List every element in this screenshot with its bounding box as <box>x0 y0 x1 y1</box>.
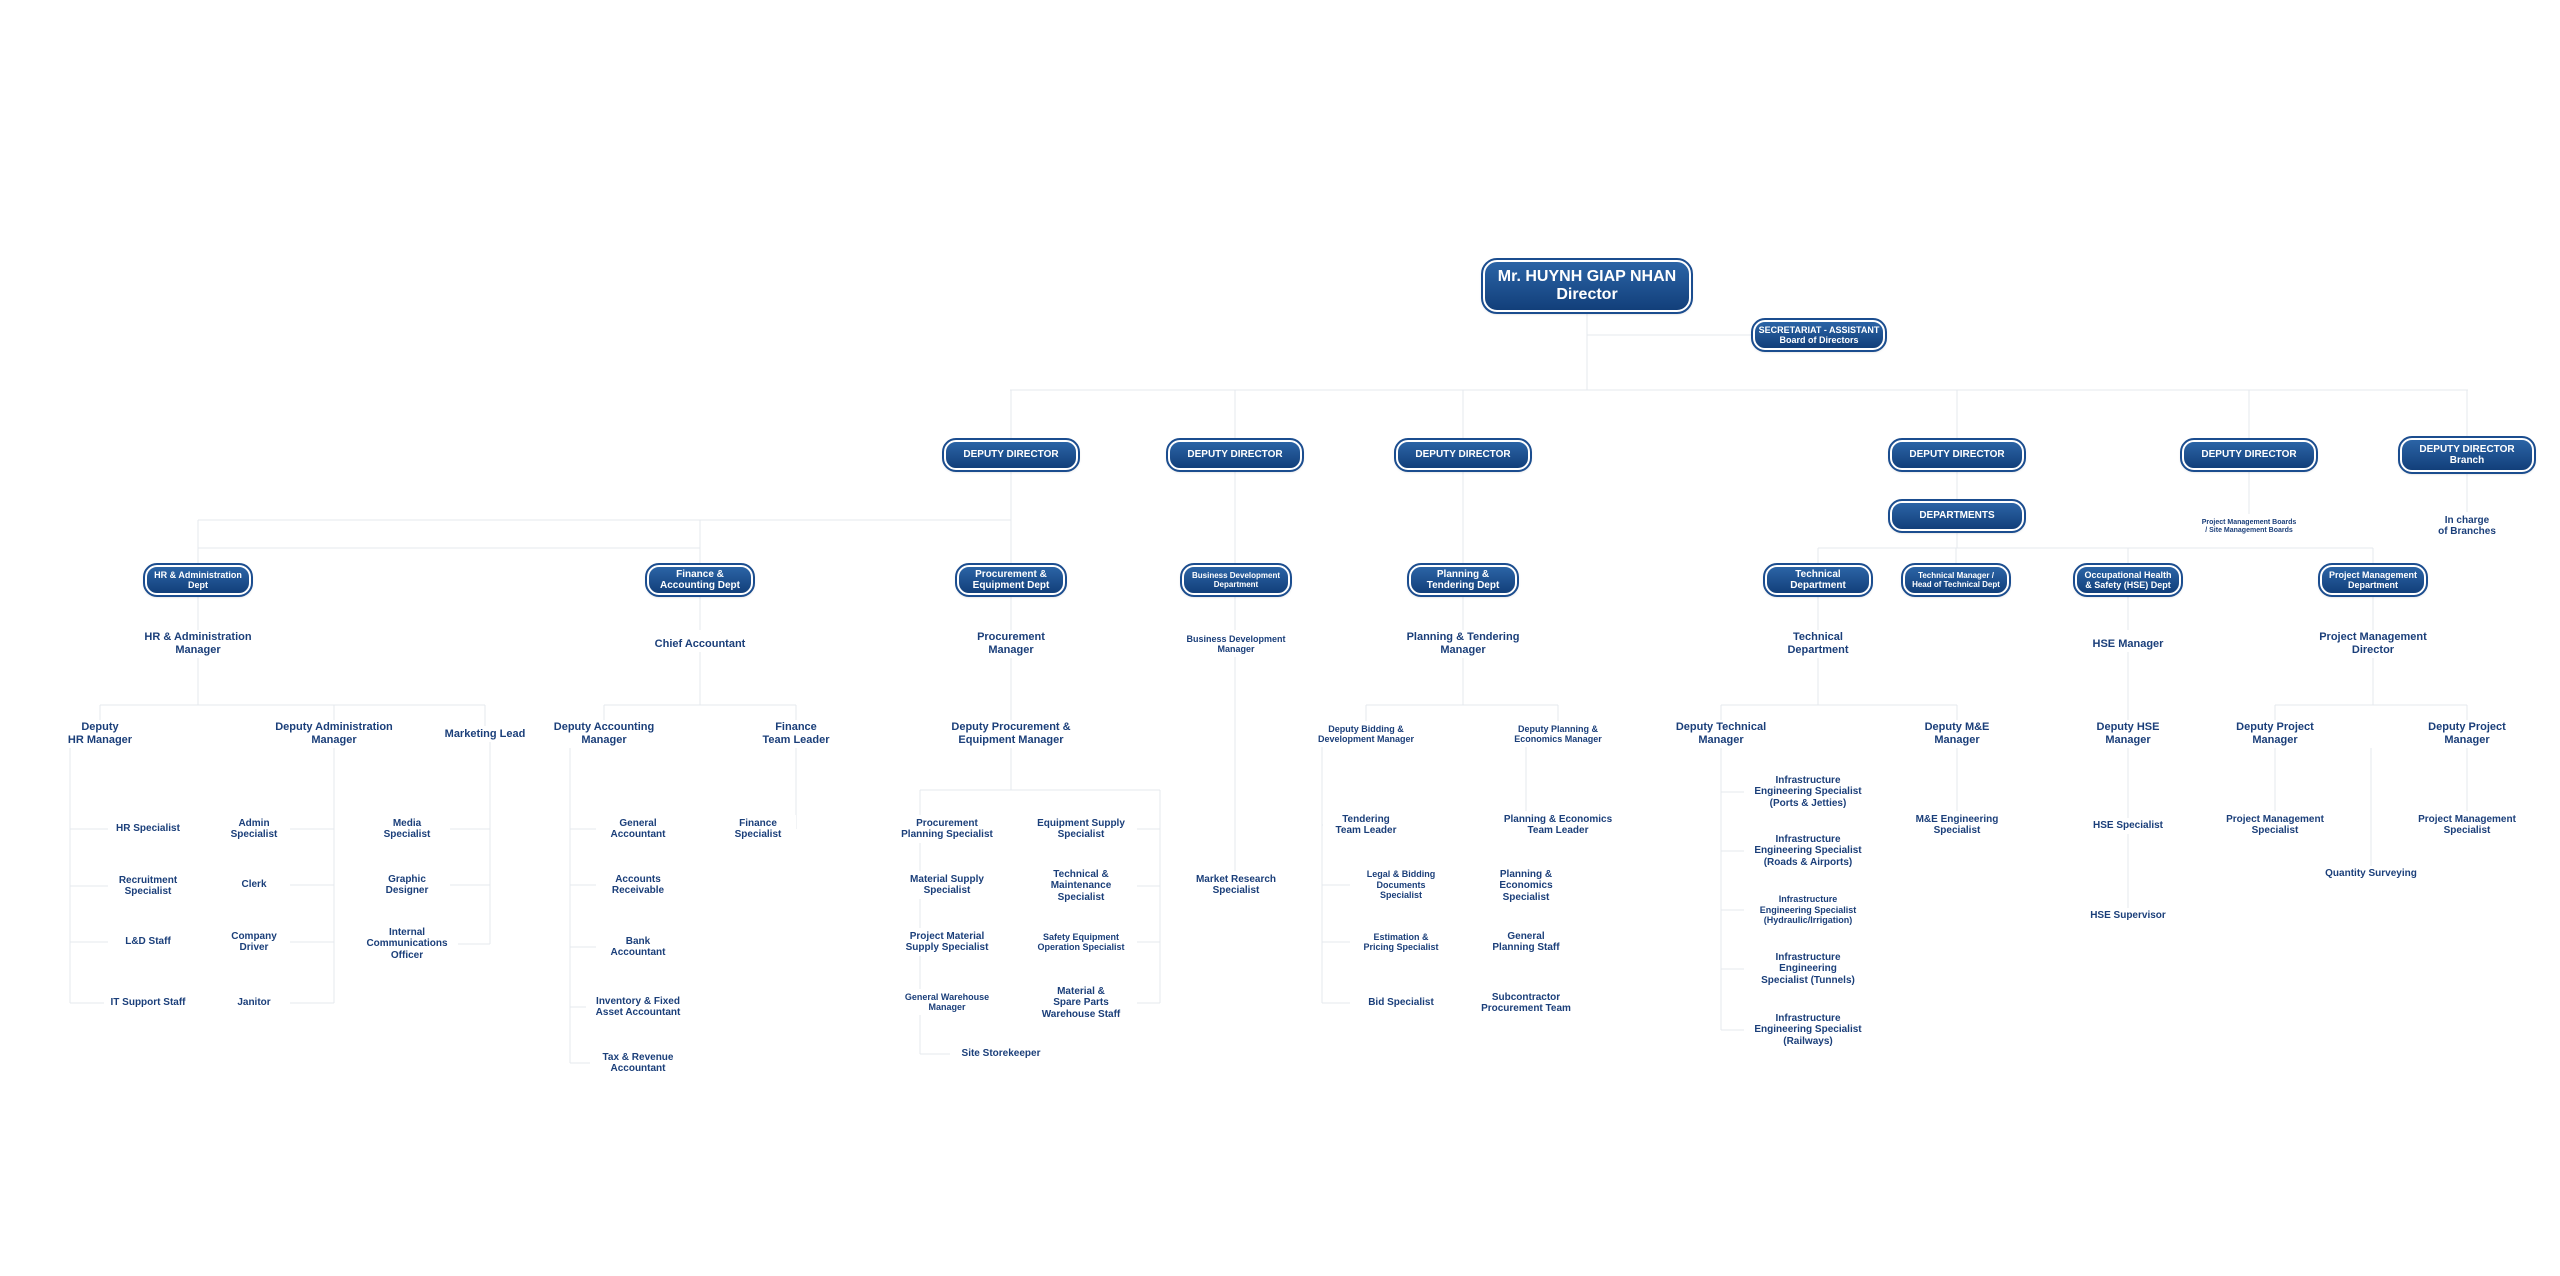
marketing-internal-communications: Internal Communications Officer <box>356 924 458 964</box>
admin-clerk: Clerk <box>218 877 290 893</box>
head-hr-admin: HR & Administration Manager <box>133 630 263 658</box>
deputy-director-5: DEPUTY DIRECTOR <box>2180 438 2318 472</box>
dept-planning-tendering: Planning & Tendering Dept <box>1407 563 1519 597</box>
bizdev-market-research: Market Research Specialist <box>1182 871 1290 899</box>
head-hse: HSE Manager <box>2080 636 2176 652</box>
dept-project-management: Project Management Department <box>2318 563 2428 597</box>
admin-janitor: Janitor <box>218 995 290 1011</box>
fin-bank-accountant: Bank Accountant <box>596 933 680 961</box>
departments-box: DEPARTMENTS <box>1888 499 2026 533</box>
branches-note: In charge of Branches <box>2410 512 2524 540</box>
proc-general-warehouse-manager: General Warehouse Manager <box>889 989 1005 1015</box>
head-technical: Technical Department <box>1773 630 1863 658</box>
pm-deputy-1: Deputy Project Manager <box>2230 720 2320 748</box>
hr-marketing-lead: Marketing Lead <box>442 726 528 742</box>
tech-deputy-technical: Deputy Technical Manager <box>1666 720 1776 748</box>
proc-equipment-supply: Equipment Supply Specialist <box>1025 815 1137 843</box>
hr-specialist: HR Specialist <box>108 821 188 837</box>
hr-deputy-admin: Deputy Administration Manager <box>268 720 400 748</box>
hr-deputy-hr: Deputy HR Manager <box>58 720 142 748</box>
head-procurement: Procurement Manager <box>955 630 1067 658</box>
deputy-director-3: DEPUTY DIRECTOR <box>1394 438 1532 472</box>
plan-tendering-team-leader: Tendering Team Leader <box>1323 811 1409 839</box>
proc-technical-maintenance: Technical & Maintenance Specialist <box>1025 866 1137 906</box>
tech-infra-tunnels: Infrastructure Engineering Specialist (T… <box>1744 949 1872 989</box>
admin-company-driver: Company Driver <box>218 928 290 956</box>
pm-deputy-2: Deputy Project Manager <box>2422 720 2512 748</box>
proc-material-supply: Material Supply Specialist <box>889 871 1005 899</box>
plan-legal-bidding-documents: Legal & Bidding Documents Specialist <box>1350 867 1452 903</box>
fin-general-accountant: General Accountant <box>596 815 680 843</box>
director-name: Mr. HUYNH GIAP NHAN <box>1497 267 1677 285</box>
tech-infra-hydraulic: Infrastructure Engineering Specialist (H… <box>1744 891 1872 929</box>
hr-ld-staff: L&D Staff <box>108 934 188 950</box>
director-title: Director <box>1556 286 1618 303</box>
fin-inventory-fixed-asset: Inventory & Fixed Asset Accountant <box>586 993 690 1021</box>
tech-infra-railways: Infrastructure Engineering Specialist (R… <box>1744 1010 1872 1050</box>
fin-team-leader: Finance Team Leader <box>756 720 836 748</box>
proc-site-storekeeper: Site Storekeeper <box>950 1046 1052 1062</box>
proc-spare-parts-warehouse: Material & Spare Parts Warehouse Staff <box>1025 983 1137 1023</box>
marketing-media-specialist: Media Specialist <box>364 815 450 843</box>
dept-business-development: Business Development Department <box>1180 563 1292 597</box>
tech-me-engineering: M&E Engineering Specialist <box>1908 811 2006 839</box>
deputy-director-2: DEPUTY DIRECTOR <box>1166 438 1304 472</box>
plan-subcontractor-procurement: Subcontractor Procurement Team <box>1472 989 1580 1017</box>
proc-planning-specialist: Procurement Planning Specialist <box>889 815 1005 843</box>
dept-technical: Technical Department <box>1763 563 1873 597</box>
dept-hse: Occupational Health & Safety (HSE) Dept <box>2073 563 2183 597</box>
dept-finance: Finance & Accounting Dept <box>645 563 755 597</box>
tech-infra-roads-airports: Infrastructure Engineering Specialist (R… <box>1744 831 1872 871</box>
pm-boards-note: Project Management Boards / Site Managem… <box>2184 514 2314 540</box>
hr-it-support-staff: IT Support Staff <box>104 995 192 1011</box>
admin-specialist: Admin Specialist <box>218 815 290 843</box>
tech-infra-ports-jetties: Infrastructure Engineering Specialist (P… <box>1744 772 1872 812</box>
plan-deputy-planning: Deputy Planning & Economics Manager <box>1498 721 1618 747</box>
deputy-director-1: DEPUTY DIRECTOR <box>942 438 1080 472</box>
head-finance: Chief Accountant <box>635 636 765 652</box>
pm-quantity-surveying: Quantity Surveying <box>2316 866 2426 882</box>
tech-deputy-me: Deputy M&E Manager <box>1912 720 2002 748</box>
fin-finance-specialist: Finance Specialist <box>720 815 796 843</box>
fin-tax-revenue: Tax & Revenue Accountant <box>590 1049 686 1077</box>
dept-hr-admin: HR & Administration Dept <box>143 563 253 597</box>
marketing-graphic-designer: Graphic Designer <box>364 871 450 899</box>
plan-bid-specialist: Bid Specialist <box>1358 995 1444 1011</box>
deputy-director-4: DEPUTY DIRECTOR <box>1888 438 2026 472</box>
head-business-development: Business Development Manager <box>1170 631 1302 657</box>
fin-deputy-accounting: Deputy Accounting Manager <box>553 720 655 748</box>
head-project-management: Project Management Director <box>2308 630 2438 658</box>
hse-supervisor: HSE Supervisor <box>2080 908 2176 924</box>
secretariat-box: SECRETARIAT - ASSISTANT Board of Directo… <box>1751 318 1887 352</box>
pm-specialist-2: Project Management Specialist <box>2410 811 2524 839</box>
plan-economics-specialist: Planning & Economics Specialist <box>1486 866 1566 906</box>
pm-specialist-1: Project Management Specialist <box>2218 811 2332 839</box>
hse-specialist: HSE Specialist <box>2080 818 2176 834</box>
plan-economics-team-leader: Planning & Economics Team Leader <box>1500 811 1616 839</box>
head-planning-tendering: Planning & Tendering Manager <box>1398 630 1528 658</box>
dept-procurement: Procurement & Equipment Dept <box>955 563 1067 597</box>
plan-general-planning-staff: General Planning Staff <box>1482 928 1570 956</box>
hr-recruitment-specialist: Recruitment Specialist <box>108 872 188 900</box>
deputy-director-branch: DEPUTY DIRECTOR Branch <box>2398 436 2536 474</box>
plan-deputy-bidding: Deputy Bidding & Development Manager <box>1306 721 1426 747</box>
proc-deputy: Deputy Procurement & Equipment Manager <box>941 720 1081 748</box>
hse-deputy: Deputy HSE Manager <box>2084 720 2172 748</box>
plan-estimation-pricing: Estimation & Pricing Specialist <box>1350 929 1452 955</box>
dept-technical-manager: Technical Manager / Head of Technical De… <box>1901 563 2011 597</box>
proc-safety-equipment: Safety Equipment Operation Specialist <box>1025 929 1137 955</box>
proc-project-material-supply: Project Material Supply Specialist <box>889 928 1005 956</box>
fin-accounts-receivable: Accounts Receivable <box>596 871 680 899</box>
